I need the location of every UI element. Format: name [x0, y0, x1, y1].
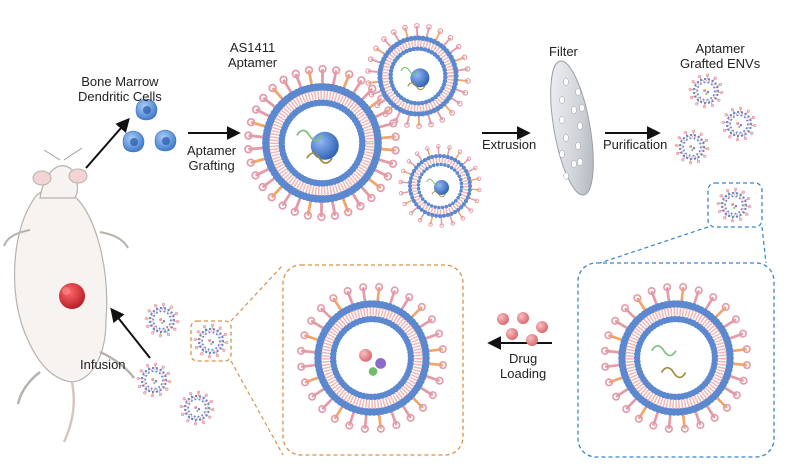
dendritic-cells — [122, 98, 177, 153]
drug-molecule-3 — [536, 321, 548, 333]
mouse-forelegs — [3, 229, 129, 249]
env-loaded-3 — [136, 362, 172, 398]
filter-pore-13 — [577, 158, 583, 166]
filter-pore-10 — [571, 160, 577, 168]
mouse-ear-right — [68, 168, 88, 184]
label-drug-loading-line1: Drug — [509, 351, 538, 366]
zoom-box-large-orange — [282, 264, 464, 456]
filter-pore-6 — [577, 122, 583, 130]
label-extrusion: Extrusion — [482, 137, 536, 152]
env-purified-2 — [721, 106, 757, 142]
mouse-hindlegs — [16, 350, 135, 405]
zoom-box-small-blue — [707, 182, 763, 228]
vesicle-small — [398, 144, 482, 228]
label-aptamer-grafting-line1: Aptamer — [187, 143, 237, 158]
tumor — [59, 283, 85, 309]
tumor-highlight — [62, 287, 70, 295]
filter-pore-1 — [563, 78, 569, 86]
label-drug-loading: Drug Loading — [500, 351, 546, 381]
filter-pore-11 — [563, 172, 569, 180]
drug-molecule-1 — [497, 313, 509, 325]
label-aptamer-grafting: Aptamer Grafting — [187, 143, 236, 173]
label-bmdc-line2: Dendritic Cells — [78, 89, 162, 104]
env-zoomed-empty — [601, 283, 751, 433]
filter-pore-12 — [579, 104, 585, 112]
label-grafted-envs-line1: Aptamer — [695, 41, 745, 56]
env-loaded-4 — [179, 390, 215, 426]
filter-disc — [550, 60, 594, 196]
filter-plate — [550, 60, 594, 196]
drug-molecule-5 — [526, 334, 538, 346]
label-infusion: Infusion — [80, 357, 126, 372]
vesicle-large — [244, 64, 400, 222]
label-filter: Filter — [549, 44, 578, 59]
arrow-infusion — [110, 307, 151, 359]
zoom-line-blue-right — [761, 226, 767, 264]
label-drug-loading-line2: Loading — [500, 366, 547, 381]
label-filter-text: Filter — [549, 44, 578, 59]
drug-molecules — [497, 312, 548, 346]
filter-pore-8 — [575, 142, 581, 150]
filter-pore-4 — [571, 106, 577, 114]
label-purification: Purification — [603, 137, 667, 152]
dendritic-cell-nucleus-1 — [143, 106, 151, 114]
filter-pore-5 — [559, 116, 565, 124]
env-zoomed-loaded — [297, 283, 447, 433]
vesicle-medium — [365, 23, 471, 129]
label-bmdc: Bone Marrow Dendritic Cells — [78, 74, 162, 104]
env-zoom-source — [716, 187, 752, 223]
label-purification-text: Purification — [603, 137, 668, 152]
mouse-ear-left — [32, 170, 52, 186]
arrow-mouse-to-cells — [85, 117, 130, 169]
label-aptamer-name-line2: Aptamer — [228, 55, 278, 70]
mouse-body — [13, 187, 108, 383]
env-loaded-2 — [193, 323, 229, 359]
drug-molecule-2 — [517, 312, 529, 324]
zoom-line-blue-left — [599, 226, 709, 264]
drug-molecule-4 — [506, 328, 518, 340]
label-aptamer-name: AS1411 Aptamer — [228, 40, 277, 70]
label-grafted-envs: Aptamer Grafted ENVs — [680, 41, 760, 71]
filter-pore-3 — [559, 96, 565, 104]
zoom-box-small-orange — [190, 320, 232, 362]
filter-pore-7 — [563, 134, 569, 142]
mouse-whiskers — [43, 147, 83, 161]
filter-pore-2 — [575, 88, 581, 96]
env-loaded-1 — [144, 302, 180, 338]
label-bmdc-line1: Bone Marrow — [81, 74, 159, 89]
label-extrusion-text: Extrusion — [482, 137, 537, 152]
mouse-illustration — [3, 147, 135, 443]
label-grafted-envs-line2: Grafted ENVs — [680, 56, 761, 71]
zoom-line-orange-bottom — [230, 360, 284, 456]
dendritic-cell-nucleus-2 — [130, 138, 138, 146]
zoom-line-orange-top — [230, 264, 284, 322]
dendritic-cell-nucleus-3 — [162, 137, 170, 145]
label-aptamer-name-line1: AS1411 — [229, 40, 276, 55]
zoom-box-large-blue — [577, 262, 775, 458]
env-purified-1 — [688, 73, 724, 109]
filter-pore-9 — [559, 150, 565, 158]
label-infusion-text: Infusion — [80, 357, 126, 372]
env-purified-3 — [674, 129, 710, 165]
mouse-tail — [62, 381, 75, 443]
label-aptamer-grafting-line2: Grafting — [188, 158, 235, 173]
